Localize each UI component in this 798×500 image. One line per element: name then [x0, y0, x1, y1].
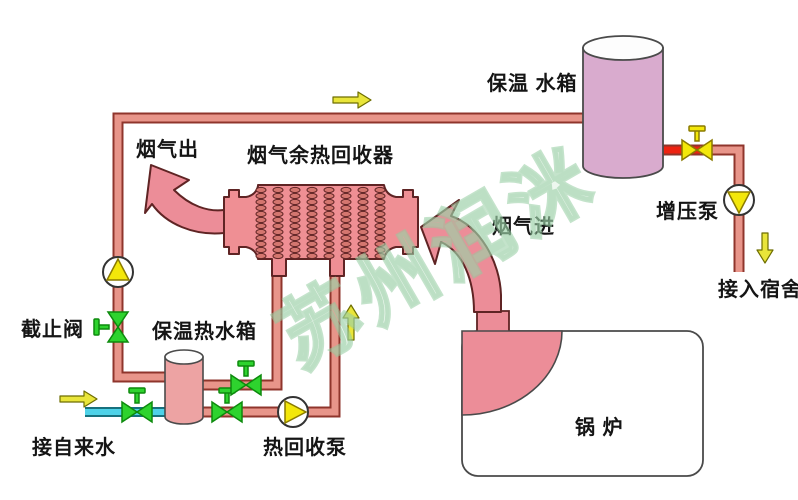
flow-arrow-down-icon: [756, 232, 774, 264]
label-insulated-water-tank: 保温 水箱: [487, 73, 578, 95]
flow-arrow-up-icon: [342, 304, 360, 341]
pipe-tank-to-exchanger-lower: [203, 260, 341, 418]
boiler-chimney: [476, 310, 510, 333]
flow-arrow-tap-inlet-icon: [59, 390, 98, 408]
label-insulated-hot-water-tank: 保温热水箱: [152, 321, 257, 343]
heat-exchanger-body: [223, 184, 419, 277]
pipe-tank-to-exchanger-upper: [203, 260, 283, 391]
label-boiler: 锅 炉: [575, 417, 624, 439]
pipe-main-loop: [112, 112, 583, 383]
heat-recovery-pump: [277, 396, 309, 428]
label-flue-gas-in: 烟气进: [492, 216, 555, 238]
boiler-body: [461, 310, 704, 477]
water-tank-large: [582, 35, 664, 179]
boiler-flame-quarter: [461, 330, 563, 416]
label-flue-gas-out: 烟气出: [136, 139, 199, 161]
label-booster-pump: 增压泵: [656, 201, 719, 223]
water-tank-small: [164, 349, 204, 425]
label-stop-valve: 截止阀: [21, 319, 84, 341]
label-heat-recovery-pump: 热回收泵: [263, 437, 347, 459]
flue-arrow-out: [144, 164, 225, 235]
booster-pump: [723, 184, 755, 216]
flue-arrow-in: [420, 199, 502, 313]
label-to-dormitory: 接入宿舍: [718, 279, 798, 301]
flow-arrow-top-right-icon: [332, 91, 372, 109]
label-tap-water-inlet: 接自来水: [32, 437, 116, 459]
label-heat-recovery-unit: 烟气余热回收器: [247, 145, 394, 167]
circulation-pump: [102, 256, 134, 288]
